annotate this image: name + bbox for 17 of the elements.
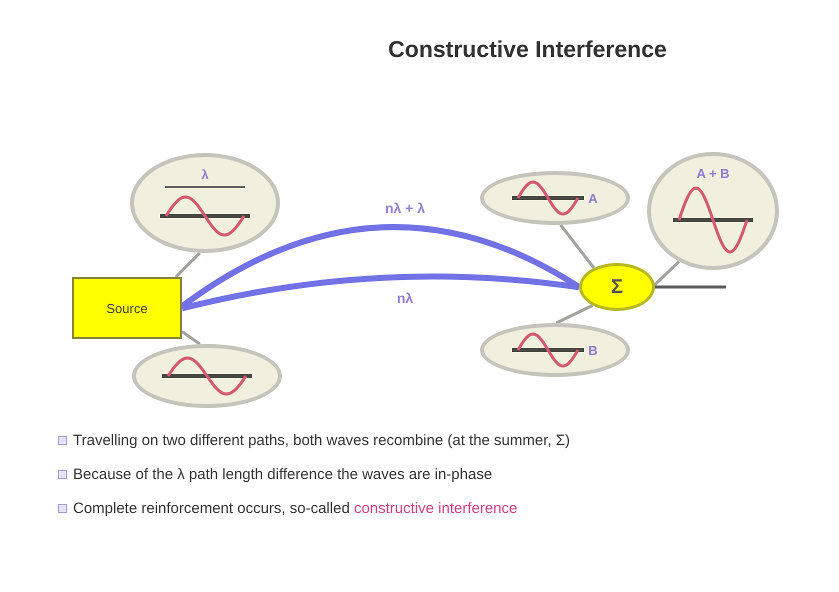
bullet-text: Complete reinforcement occurs, so-called constructive interference bbox=[73, 500, 518, 517]
bullet-text: Because of the λ path length difference the waves are in-phase bbox=[73, 466, 492, 483]
bullet-text: Travelling on two different paths, both waves recombine (at the summer, Σ) bbox=[73, 432, 570, 449]
leader-line bbox=[655, 286, 726, 288]
sigma-symbol: Σ bbox=[610, 277, 623, 297]
title: Constructive Interference bbox=[387, 36, 668, 63]
wave-label: A + B bbox=[696, 166, 730, 180]
wave-label: λ bbox=[201, 168, 209, 180]
leader-line bbox=[174, 252, 201, 278]
leader-line bbox=[556, 304, 594, 324]
signal-path bbox=[181, 274, 580, 312]
leader-line bbox=[559, 224, 596, 269]
wave-label: A bbox=[588, 192, 598, 204]
wave-label: B bbox=[588, 344, 598, 356]
leader-line bbox=[654, 260, 680, 286]
source-box: Source bbox=[72, 277, 182, 339]
leader-line bbox=[181, 330, 201, 346]
